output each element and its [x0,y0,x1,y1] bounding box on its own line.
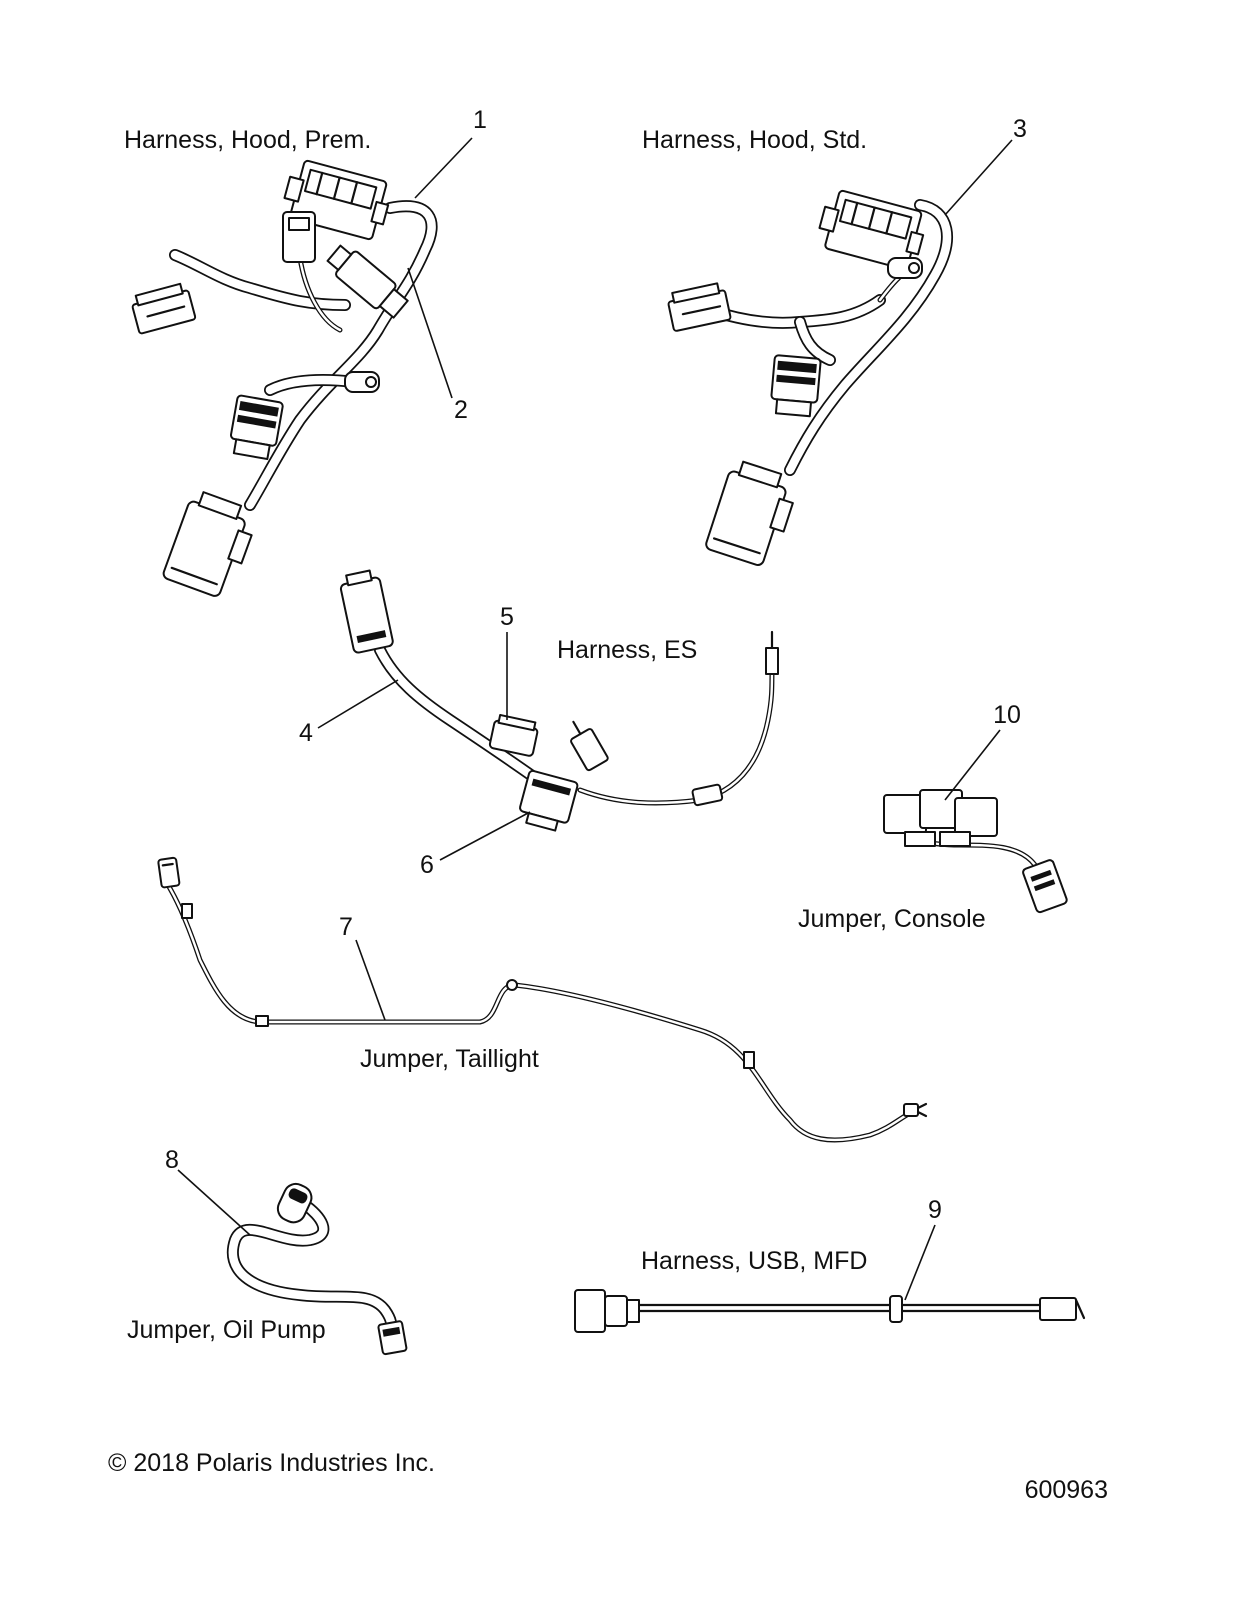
label-harness-usb-mfd: Harness, USB, MFD [641,1247,867,1275]
label-jumper-console: Jumper, Console [798,905,986,933]
callout-5: 5 [500,603,514,631]
harness-es-drawing [339,569,779,832]
harness-hood-prem-drawing [131,159,438,597]
jumper-oil-pump-drawing [226,1182,408,1356]
callout-9: 9 [928,1196,942,1224]
harness-hood-std-drawing [667,189,953,566]
copyright-text: © 2018 Polaris Industries Inc. [108,1449,435,1477]
label-harness-es: Harness, ES [557,636,697,664]
callout-8: 8 [165,1146,179,1174]
label-harness-hood-std: Harness, Hood, Std. [642,126,867,154]
label-jumper-oil-pump: Jumper, Oil Pump [127,1316,326,1344]
callout-7: 7 [339,913,353,941]
label-harness-hood-prem: Harness, Hood, Prem. [124,126,371,154]
harness-usb-mfd-drawing [574,1289,1086,1333]
callout-3: 3 [1013,115,1027,143]
jumper-console-drawing [883,789,1068,914]
callout-4: 4 [299,719,313,747]
callout-2: 2 [454,396,468,424]
callout-1: 1 [473,106,487,134]
jumper-taillight-drawing [157,856,928,1143]
figure-id: 600963 [1025,1476,1108,1504]
label-jumper-taillight: Jumper, Taillight [360,1045,539,1073]
callout-10: 10 [993,701,1021,729]
callout-6: 6 [420,851,434,879]
leader-lines [177,137,1013,1301]
